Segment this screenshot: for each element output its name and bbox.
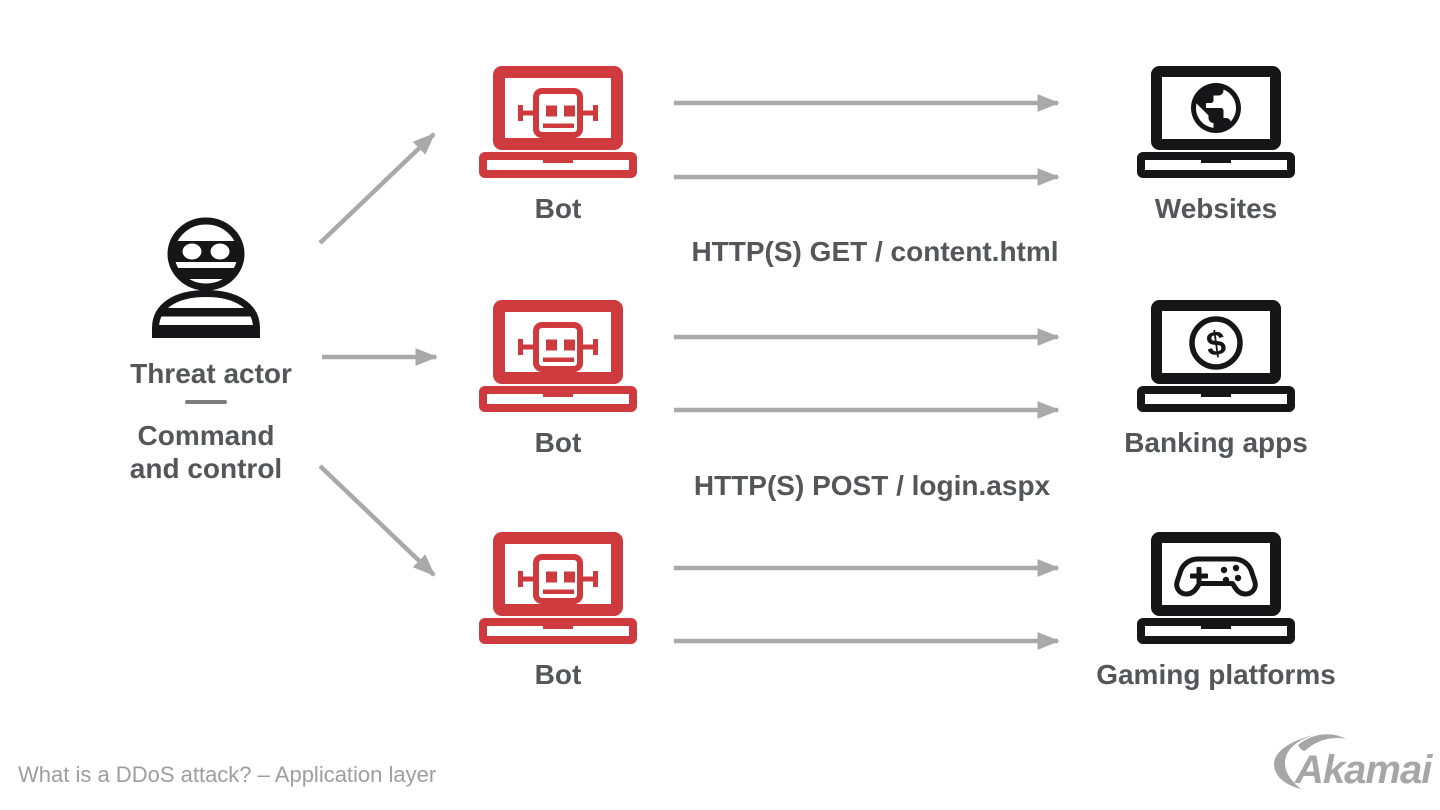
gamepad-icon: [1174, 556, 1258, 597]
banking-laptop-icon: $: [1137, 300, 1295, 412]
label-divider: [185, 400, 227, 404]
bot-laptop-icon: [479, 66, 637, 178]
akamai-logo-text: Akamai: [1294, 748, 1433, 792]
target-label-gaming: Gaming platforms: [1096, 659, 1336, 690]
akamai-logo: Akamai: [1274, 734, 1434, 792]
http-post-request-label: HTTP(S) POST / login.aspx: [693, 470, 1051, 501]
websites-laptop-icon: [1137, 66, 1295, 178]
target-label-websites: Websites: [1154, 193, 1278, 224]
dollar-icon: $: [1189, 316, 1243, 370]
bot-laptop-icon: [479, 300, 637, 412]
arrow-c2-to-bot-1: [318, 132, 436, 245]
threat-actor-icon: [152, 217, 260, 338]
bot-label: Bot: [534, 193, 582, 224]
arrow-c2-to-bot-3: [318, 464, 436, 577]
target-label-banking: Banking apps: [1124, 427, 1308, 458]
bot-label: Bot: [534, 427, 582, 458]
command-and-control-label: Command and control: [129, 420, 283, 484]
gaming-laptop-icon: [1137, 532, 1295, 644]
footer-caption: What is a DDoS attack? – Application lay…: [18, 762, 437, 787]
bot-label: Bot: [534, 659, 582, 690]
bot-laptop-icon: [479, 532, 637, 644]
threat-actor-label: Threat actor: [130, 358, 292, 389]
http-get-request-label: HTTP(S) GET / content.html: [691, 236, 1059, 267]
globe-icon: [1191, 83, 1241, 133]
